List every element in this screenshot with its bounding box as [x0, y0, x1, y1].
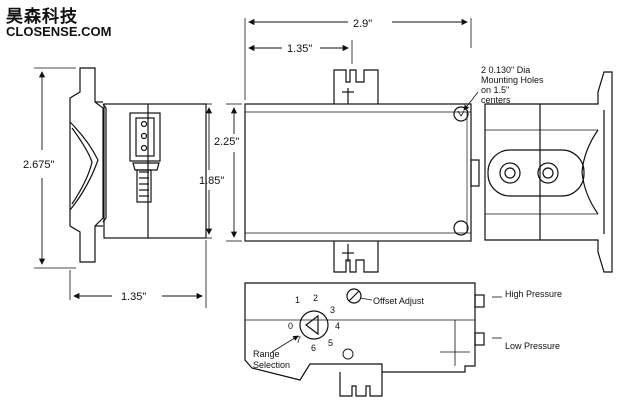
center-top-view	[244, 69, 480, 273]
port-left-inner	[504, 167, 516, 179]
dial-number-5: 5	[328, 338, 333, 348]
brand-chinese-name: 昊森科技	[6, 7, 78, 27]
connector-pin-3	[140, 144, 148, 152]
dial-number-0: 0	[288, 321, 293, 331]
dial-number-7: 7	[296, 335, 301, 345]
dimension-left-height	[34, 67, 76, 269]
label-overall-width: 2.9"	[353, 18, 372, 30]
dial-number-2: 2	[313, 293, 318, 303]
offset-adjust-screw	[346, 288, 362, 304]
port-left-outer	[499, 162, 521, 184]
range-dial-pointer	[305, 314, 319, 336]
brand-website: CLOSENSE.COM	[6, 24, 112, 39]
dimension-center-height	[226, 103, 242, 242]
label-low-pressure: Low Pressure	[505, 341, 560, 351]
dimension-overall-width	[244, 18, 472, 100]
connector-pin-2	[140, 132, 148, 140]
left-side-view	[69, 67, 207, 263]
mounting-note-line-1: 2 0.130" Dia	[481, 65, 530, 75]
bottom-front-view	[244, 282, 502, 397]
mounting-note-line-4: centers	[481, 95, 511, 105]
dial-number-4: 4	[335, 321, 340, 331]
mounting-note-line-2: Mounting Holes	[481, 75, 544, 85]
dial-number-3: 3	[330, 305, 335, 315]
dimension-inner-width	[248, 40, 353, 64]
right-end-view	[484, 71, 613, 273]
label-center-height: 2.25"	[214, 136, 239, 148]
label-bottom-width: 1.35"	[121, 291, 146, 303]
dimension-inner-height	[200, 103, 213, 239]
label-high-pressure: High Pressure	[505, 289, 562, 299]
mounting-hole-bottom	[453, 220, 469, 236]
mounting-hole-top	[453, 106, 469, 122]
mounting-note-line-3: on 1.5"	[481, 85, 509, 95]
label-inner-height: 1.85"	[199, 175, 224, 187]
connector-pin-1	[140, 120, 148, 128]
label-range-selection-2: Selection	[253, 360, 290, 370]
port-right-inner	[542, 167, 554, 179]
label-left-height: 2.675"	[23, 159, 55, 171]
dial-number-1: 1	[295, 295, 300, 305]
label-offset-adjust: Offset Adjust	[373, 296, 424, 306]
port-right-outer	[537, 162, 559, 184]
label-inner-width: 1.35"	[287, 43, 312, 55]
label-range-selection-1: Range	[253, 349, 280, 359]
dimension-bottom-width	[69, 240, 207, 308]
dial-number-6: 6	[311, 343, 316, 353]
range-dial	[299, 310, 329, 340]
